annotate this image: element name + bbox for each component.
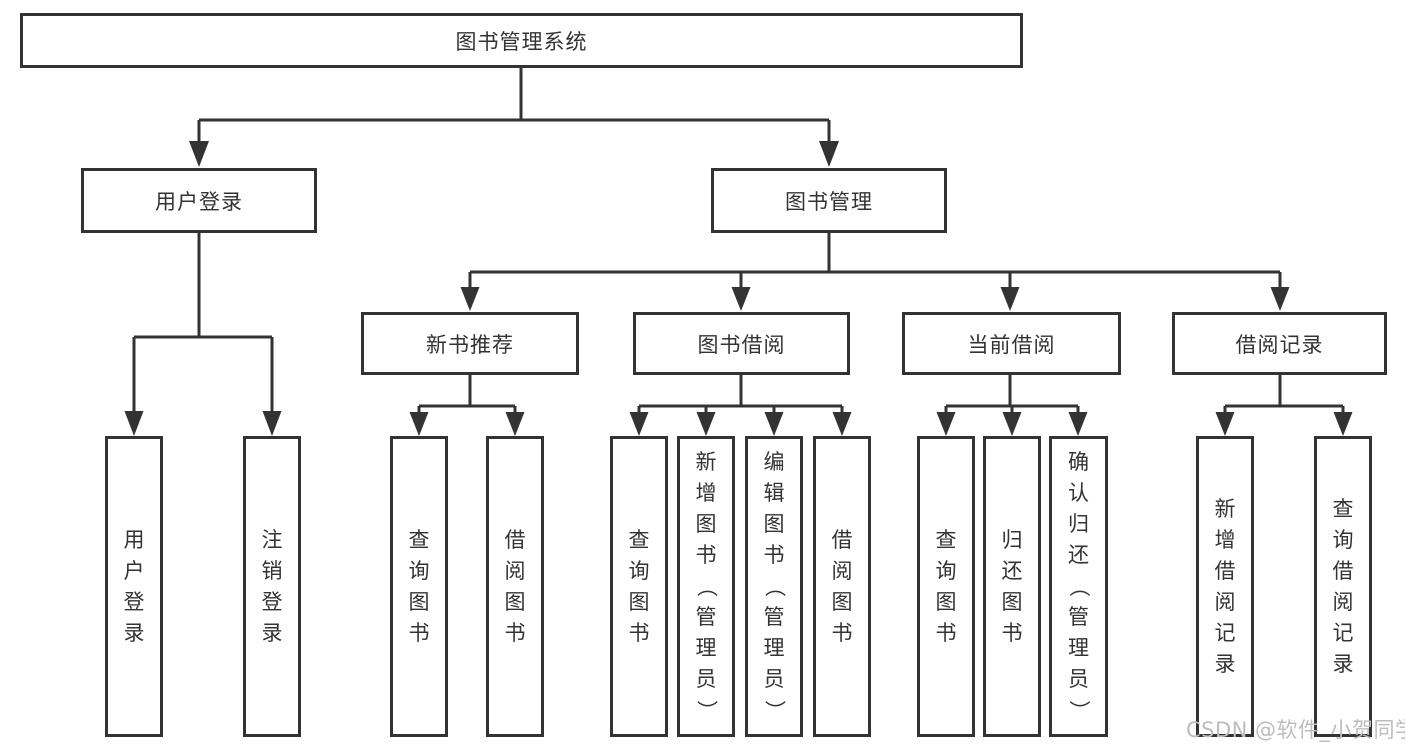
char-glyph: 阅 [504, 558, 526, 583]
char-glyph: 图 [504, 589, 526, 614]
csdn-watermark: CSDN @软件_小贺同学 [1186, 718, 1405, 742]
char-glyph: 询 [935, 558, 957, 583]
char-glyph: 询 [628, 558, 650, 583]
char-glyph: 阅 [1214, 589, 1236, 614]
char-glyph: 归 [1001, 527, 1023, 552]
char-glyph: 归 [1068, 512, 1089, 536]
char-glyph: ） [694, 700, 719, 721]
leaf-add-books-admin: 新增图书 （ 管理员 ） [677, 436, 735, 737]
char-glyph: 书 [504, 620, 526, 645]
leaf-borrow-books-recommend: 借阅图书 [486, 436, 544, 737]
char-glyph: 新 [1214, 496, 1236, 521]
char-glyph: 书 [763, 543, 785, 567]
node-current-borrowing: 当前借阅 [902, 312, 1121, 375]
char-glyph: 书 [628, 620, 650, 645]
char-glyph: （ [1067, 576, 1091, 597]
leaf-query-books-current: 查询图书 [917, 436, 975, 737]
char-glyph: 确 [1068, 450, 1089, 474]
char-glyph: 查 [1332, 496, 1354, 521]
char-glyph: ） [1067, 700, 1091, 721]
char-glyph: 录 [1332, 651, 1354, 676]
leaf-query-books-borrowing: 查询图书 [610, 436, 668, 737]
char-glyph: 增 [1214, 527, 1236, 552]
node-book-management: 图书管理 [711, 168, 947, 233]
char-glyph: 图 [695, 512, 717, 536]
char-glyph: 查 [408, 527, 430, 552]
char-glyph: 录 [261, 620, 283, 645]
char-glyph: 借 [504, 527, 526, 552]
char-glyph: 图 [1001, 589, 1023, 614]
char-glyph: 书 [695, 543, 717, 567]
char-glyph: 员 [1068, 667, 1089, 691]
char-glyph: 认 [1068, 481, 1089, 505]
char-glyph: 户 [123, 558, 145, 583]
char-glyph: 员 [763, 667, 785, 691]
node-book-borrowing: 图书借阅 [633, 312, 850, 375]
leaf-borrow-books: 借阅图书 [813, 436, 871, 737]
char-glyph: 询 [1332, 527, 1354, 552]
char-glyph: 阅 [1332, 589, 1354, 614]
char-glyph: ） [762, 700, 787, 721]
char-glyph: 询 [408, 558, 430, 583]
char-glyph: 辑 [763, 481, 785, 505]
char-glyph: 查 [935, 527, 957, 552]
node-new-book-recommendation: 新书推荐 [361, 312, 579, 375]
leaf-query-books-recommend: 查询图书 [390, 436, 448, 737]
char-glyph: 登 [261, 589, 283, 614]
char-glyph: 新 [695, 450, 717, 474]
char-glyph: （ [694, 576, 719, 597]
char-glyph: 书 [408, 620, 430, 645]
char-glyph: 书 [935, 620, 957, 645]
char-glyph: 编 [763, 450, 785, 474]
char-glyph: 注 [261, 527, 283, 552]
node-borrowing-records: 借阅记录 [1172, 312, 1387, 375]
char-glyph: 借 [1214, 558, 1236, 583]
char-glyph: 图 [408, 589, 430, 614]
char-glyph: 图 [831, 589, 853, 614]
leaf-confirm-return-admin: 确认归还 （ 管理员 ） [1049, 436, 1108, 737]
char-glyph: 还 [1068, 543, 1089, 567]
char-glyph: 阅 [831, 558, 853, 583]
char-glyph: 借 [1332, 558, 1354, 583]
char-glyph: （ [762, 576, 787, 597]
leaf-logout: 注销登录 [243, 436, 301, 737]
node-user-login: 用户登录 [81, 168, 317, 233]
char-glyph: 销 [261, 558, 283, 583]
char-glyph: 图 [763, 512, 785, 536]
char-glyph: 记 [1214, 620, 1236, 645]
char-glyph: 书 [1001, 620, 1023, 645]
char-glyph: 管 [1068, 605, 1089, 629]
char-glyph: 理 [763, 636, 785, 660]
leaf-user-login: 用户登录 [105, 436, 163, 737]
char-glyph: 记 [1332, 620, 1354, 645]
leaf-query-borrow-record: 查询借阅记录 [1314, 436, 1372, 737]
char-glyph: 图 [628, 589, 650, 614]
node-library-management-system: 图书管理系统 [20, 13, 1023, 68]
char-glyph: 员 [695, 667, 717, 691]
char-glyph: 登 [123, 589, 145, 614]
char-glyph: 图 [935, 589, 957, 614]
char-glyph: 管 [763, 605, 785, 629]
char-glyph: 借 [831, 527, 853, 552]
char-glyph: 查 [628, 527, 650, 552]
leaf-return-books: 归还图书 [983, 436, 1041, 737]
char-glyph: 录 [1214, 651, 1236, 676]
char-glyph: 理 [1068, 636, 1089, 660]
char-glyph: 管 [695, 605, 717, 629]
char-glyph: 理 [695, 636, 717, 660]
char-glyph: 录 [123, 620, 145, 645]
leaf-edit-books-admin: 编辑图书 （ 管理员 ） [745, 436, 803, 737]
leaf-add-borrow-record: 新增借阅记录 [1196, 436, 1254, 737]
char-glyph: 用 [123, 527, 145, 552]
char-glyph: 书 [831, 620, 853, 645]
char-glyph: 还 [1001, 558, 1023, 583]
char-glyph: 增 [695, 481, 717, 505]
